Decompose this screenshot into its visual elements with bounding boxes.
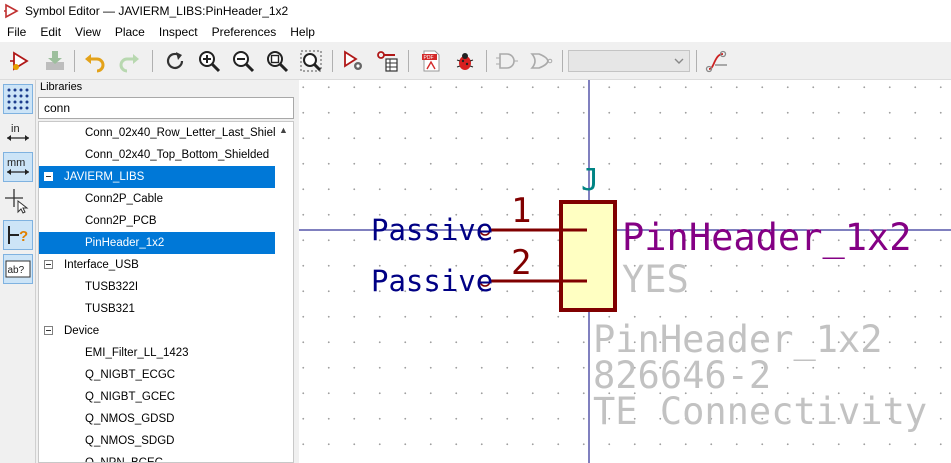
symbol-value[interactable]: PinHeader_1x2	[622, 216, 912, 260]
datasheet-icon[interactable]	[704, 48, 730, 74]
pin-2-number: 2	[511, 243, 531, 283]
tree-library-device[interactable]: Device	[39, 320, 275, 342]
units-inch-label: in	[11, 123, 20, 135]
chevron-down-icon	[674, 58, 684, 64]
collapse-icon[interactable]	[44, 326, 53, 335]
tree-item[interactable]: Q_NIGBT_GCEC	[85, 391, 176, 403]
new-symbol-icon[interactable]	[8, 48, 34, 74]
pin-type-label: ?	[19, 228, 28, 245]
tree-library-interface-usb[interactable]: Interface_USB	[39, 254, 275, 276]
cursor-crosshair-icon[interactable]	[3, 186, 33, 216]
menu-bar: File Edit View Place Inspect Preferences…	[0, 22, 951, 42]
tree-item[interactable]: Q_NMOS_SDGD	[85, 435, 175, 447]
collapse-icon[interactable]	[44, 172, 53, 181]
tree-item[interactable]: Conn2P_Cable	[85, 193, 164, 205]
zoom-fit-icon[interactable]	[264, 48, 290, 74]
pin-table-icon[interactable]	[374, 48, 400, 74]
svg-text:PDF: PDF	[424, 55, 434, 61]
tree-item[interactable]: Q_NMOS_GDSD	[85, 413, 175, 425]
symbol-properties-icon[interactable]	[340, 48, 366, 74]
tree-item[interactable]: Q_NPN_BCEC	[85, 457, 163, 463]
tree-scrollbar[interactable]: ▲	[275, 122, 293, 462]
text-visibility-button[interactable]: ab?	[3, 254, 33, 284]
units-inch-button[interactable]: in	[3, 118, 33, 148]
libraries-panel: Libraries conn Conn_02x40_Row_Letter_Las…	[37, 80, 295, 463]
top-toolbar: PDF	[0, 42, 951, 80]
libraries-header: Libraries	[40, 81, 83, 93]
tree-library-javierm-libs[interactable]: JAVIERM_LIBS	[39, 166, 275, 188]
tree-item-selected-pinheader[interactable]: PinHeader_1x2	[39, 232, 275, 254]
pin-type-button[interactable]: ?	[3, 220, 33, 250]
pin-1-type: Passive	[371, 213, 493, 247]
menu-help[interactable]: Help	[290, 25, 315, 39]
field-footprint[interactable]: PinHeader_1x2	[593, 318, 883, 362]
library-tree[interactable]: Conn_02x40_Row_Letter_Last_Shielded Conn…	[38, 121, 294, 463]
units-mm-button[interactable]: mm	[3, 152, 33, 182]
menu-edit[interactable]: Edit	[40, 25, 62, 39]
menu-place[interactable]: Place	[114, 25, 145, 39]
refresh-icon[interactable]	[162, 48, 188, 74]
tree-item[interactable]: EMI_Filter_LL_1423	[85, 347, 189, 359]
tree-item[interactable]: TUSB322I	[85, 281, 139, 293]
unit-selector[interactable]	[568, 50, 690, 72]
symbol-drawing: J 1 Passive 2 Passive PinHeader_1x2 YES …	[299, 80, 951, 463]
field-mounted[interactable]: YES	[622, 258, 689, 301]
tree-item[interactable]: Conn_02x40_Row_Letter_Last_Shielded	[85, 127, 294, 139]
window-title: Symbol Editor — JAVIERM_LIBS:PinHeader_1…	[25, 4, 289, 18]
library-search-input[interactable]: conn	[38, 97, 294, 119]
title-bar: Symbol Editor — JAVIERM_LIBS:PinHeader_1…	[0, 0, 951, 22]
field-manufacturer[interactable]: TE Connectivity	[593, 390, 927, 433]
menu-view[interactable]: View	[75, 25, 101, 39]
reference-designator[interactable]: J	[581, 163, 599, 198]
scroll-up-icon[interactable]: ▲	[279, 125, 288, 135]
zoom-out-icon[interactable]	[230, 48, 256, 74]
pin-1-endpoint[interactable]	[479, 224, 491, 236]
tree-item[interactable]: TUSB321	[85, 303, 135, 315]
grid-toggle-icon[interactable]	[3, 84, 33, 114]
left-toolbar: in mm ? ab?	[0, 80, 36, 463]
symbol-editor-app-icon	[4, 3, 19, 19]
save-icon[interactable]	[42, 48, 68, 74]
zoom-in-icon[interactable]	[196, 48, 222, 74]
menu-file[interactable]: File	[7, 25, 27, 39]
panel-splitter[interactable]	[295, 80, 299, 463]
tree-item[interactable]: Conn2P_PCB	[85, 215, 157, 227]
symbol-body[interactable]	[559, 200, 617, 312]
menu-inspect[interactable]: Inspect	[158, 25, 198, 39]
de-morgan-alternate-icon[interactable]	[528, 48, 554, 74]
redo-icon[interactable]	[116, 48, 142, 74]
collapse-icon[interactable]	[44, 260, 53, 269]
pin-2-type: Passive	[371, 264, 493, 298]
de-morgan-standard-icon[interactable]	[494, 48, 520, 74]
units-mm-label: mm	[7, 157, 25, 169]
tree-item[interactable]: Q_NIGBT_ECGC	[85, 369, 176, 381]
pin-1-number: 1	[511, 191, 531, 231]
schematic-canvas[interactable]: J 1 Passive 2 Passive PinHeader_1x2 YES …	[299, 80, 951, 463]
text-visibility-label: ab?	[8, 265, 25, 276]
export-pdf-icon[interactable]: PDF	[418, 48, 444, 74]
undo-icon[interactable]	[82, 48, 108, 74]
menu-preferences[interactable]: Preferences	[211, 25, 277, 39]
field-part-number[interactable]: 826646-2	[593, 354, 771, 397]
zoom-selection-icon[interactable]	[298, 48, 324, 74]
tree-item[interactable]: Conn_02x40_Top_Bottom_Shielded	[85, 149, 270, 161]
pin-2-endpoint[interactable]	[479, 275, 491, 287]
inspect-bug-icon[interactable]	[452, 48, 478, 74]
